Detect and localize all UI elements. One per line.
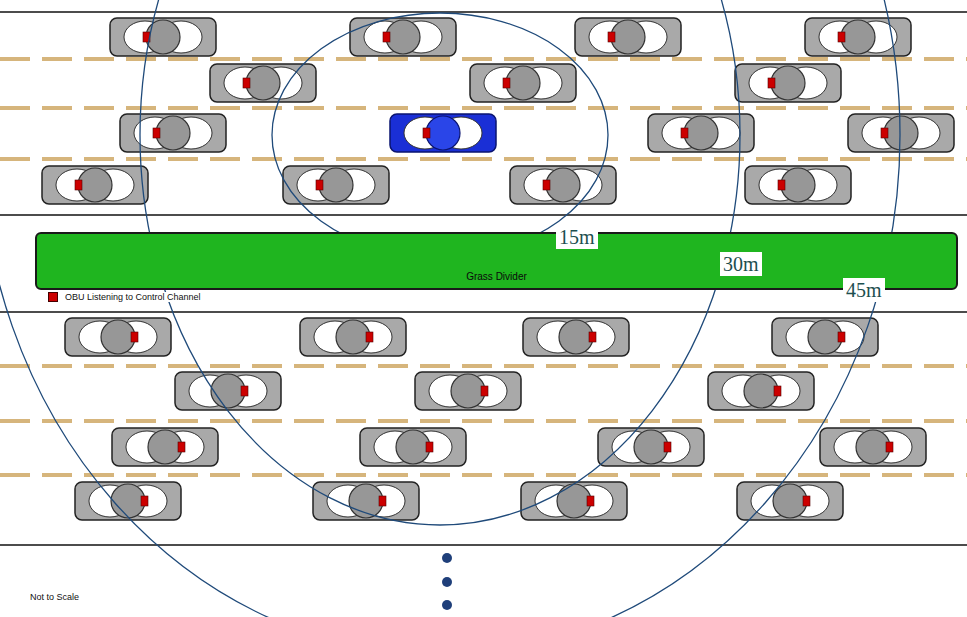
distance-label: 30m <box>720 252 762 276</box>
continuation-dots <box>442 553 452 610</box>
vehicle <box>42 166 148 204</box>
vehicle <box>360 428 466 466</box>
grass-divider-band: Grass Divider <box>35 232 958 290</box>
vehicle <box>470 64 576 102</box>
vehicle <box>523 318 629 356</box>
vehicle <box>75 482 181 520</box>
legend-swatch <box>48 292 58 302</box>
vehicle <box>65 318 171 356</box>
distance-label: 15m <box>556 225 598 249</box>
vehicle <box>772 318 878 356</box>
vehicle <box>415 372 521 410</box>
vehicle <box>112 428 218 466</box>
distance-label: 45m <box>843 278 885 302</box>
vehicle <box>210 64 316 102</box>
vehicle <box>575 18 681 56</box>
legend-entry: OBU Listening to Control Channel <box>48 292 203 302</box>
vehicle <box>175 372 281 410</box>
vehicle <box>745 166 851 204</box>
subject-vehicle <box>390 114 496 152</box>
vehicle <box>737 482 843 520</box>
vehicle <box>110 18 216 56</box>
scale-note: Not to Scale <box>28 592 81 604</box>
vehicle <box>708 372 814 410</box>
vehicle <box>120 114 226 152</box>
vehicle <box>283 166 389 204</box>
lane-dashes <box>0 59 967 475</box>
vehicle <box>350 18 456 56</box>
vehicle <box>805 18 911 56</box>
divider-label: Grass Divider <box>466 271 527 288</box>
legend-text: OBU Listening to Control Channel <box>63 292 203 302</box>
vehicle <box>820 428 926 466</box>
range-rings <box>0 0 900 617</box>
vehicle <box>735 64 841 102</box>
vehicle <box>648 114 754 152</box>
vehicle <box>848 114 954 152</box>
vehicle <box>521 482 627 520</box>
road-edges <box>0 12 967 545</box>
vehicle <box>300 318 406 356</box>
vehicle <box>598 428 704 466</box>
vehicle <box>313 482 419 520</box>
